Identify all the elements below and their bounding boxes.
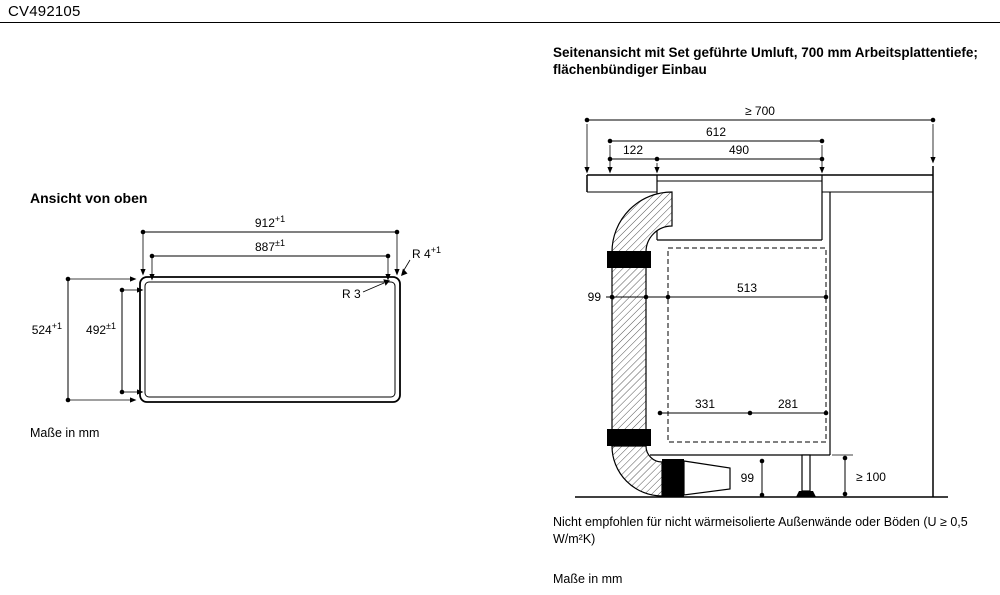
side-view-drawing: ≥ 700 612 122 490 bbox=[575, 104, 948, 498]
top-view-title: Ansicht von oben bbox=[30, 190, 148, 206]
dim-label-front-to-rear: 612 bbox=[706, 125, 726, 139]
cabinet-foot bbox=[796, 454, 816, 497]
dim-front-offset-and-depth: 122 490 bbox=[607, 143, 825, 174]
dim-label-appliance-depth: 490 bbox=[729, 143, 749, 157]
dim-label-bottom-front: 331 bbox=[695, 397, 715, 411]
dim-duct-and-interior: 99 513 bbox=[588, 281, 829, 304]
dim-label-front-offset: 122 bbox=[623, 143, 643, 157]
side-view-units-note: Maße in mm bbox=[553, 572, 623, 586]
duct-outlet-connector bbox=[662, 459, 684, 497]
dim-label-worktop-depth: ≥ 700 bbox=[745, 104, 775, 118]
dim-outer-width: 912+1 bbox=[140, 214, 400, 276]
dim-bottom-split: 331 281 bbox=[657, 397, 829, 416]
cooktop-inner-outline bbox=[144, 281, 396, 398]
dim-label-outer-width: 912+1 bbox=[255, 214, 285, 230]
dim-front-to-rear: 612 bbox=[607, 125, 825, 144]
plinth-air-diffuser bbox=[683, 460, 731, 496]
foot-base bbox=[796, 491, 816, 497]
dim-label-inner-width: 887±1 bbox=[255, 238, 285, 254]
cooktop-outer-outline bbox=[139, 276, 401, 403]
dim-label-plinth-duct-height: 99 bbox=[741, 471, 755, 485]
dim-plinth-height: ≥ 100 bbox=[832, 454, 886, 497]
dim-worktop-depth: ≥ 700 bbox=[584, 104, 936, 174]
top-view-units-note: Maße in mm bbox=[30, 426, 100, 440]
dim-plinth-duct-height: 99 bbox=[741, 458, 765, 498]
dim-inner-width: 887±1 bbox=[149, 238, 391, 281]
dim-label-outer-radius: R 4+1 bbox=[412, 245, 441, 261]
duct-connector-bottom bbox=[607, 429, 651, 446]
dim-label-bottom-rear: 281 bbox=[778, 397, 798, 411]
duct-vertical-channel bbox=[611, 251, 647, 447]
doc-number: CV492105 bbox=[8, 3, 81, 20]
dim-outer-height: 524+1 bbox=[32, 276, 137, 403]
dim-label-inner-radius: R 3 bbox=[342, 287, 361, 301]
duct-connector-top bbox=[607, 251, 651, 268]
dim-label-duct-depth: 99 bbox=[588, 290, 602, 304]
dim-label-interior-depth: 513 bbox=[737, 281, 757, 295]
dim-inner-height: 492±1 bbox=[86, 287, 144, 395]
dim-label-outer-height: 524+1 bbox=[32, 321, 62, 337]
recirculation-duct bbox=[607, 191, 731, 497]
duct-top-elbow bbox=[611, 191, 673, 253]
callout-outer-radius: R 4+1 bbox=[401, 245, 441, 276]
dim-label-inner-height: 492±1 bbox=[86, 321, 116, 337]
top-view-drawing: 912+1 887±1 524+1 bbox=[32, 214, 441, 403]
callout-inner-radius: R 3 bbox=[342, 279, 390, 301]
duct-bottom-elbow bbox=[611, 445, 663, 497]
side-view-note: Nicht empfohlen für nicht wärmeisolierte… bbox=[553, 515, 968, 546]
dim-label-plinth-height: ≥ 100 bbox=[856, 470, 886, 484]
side-view-title: Seitenansicht mit Set geführte Umluft, 7… bbox=[553, 44, 978, 78]
doc-header: CV492105 bbox=[0, 0, 1000, 23]
side-view-title-line1: Seitenansicht mit Set geführte Umluft, 7… bbox=[553, 45, 978, 60]
side-view-title-line2: flächenbündiger Einbau bbox=[553, 62, 707, 77]
foot-leg bbox=[801, 454, 811, 492]
